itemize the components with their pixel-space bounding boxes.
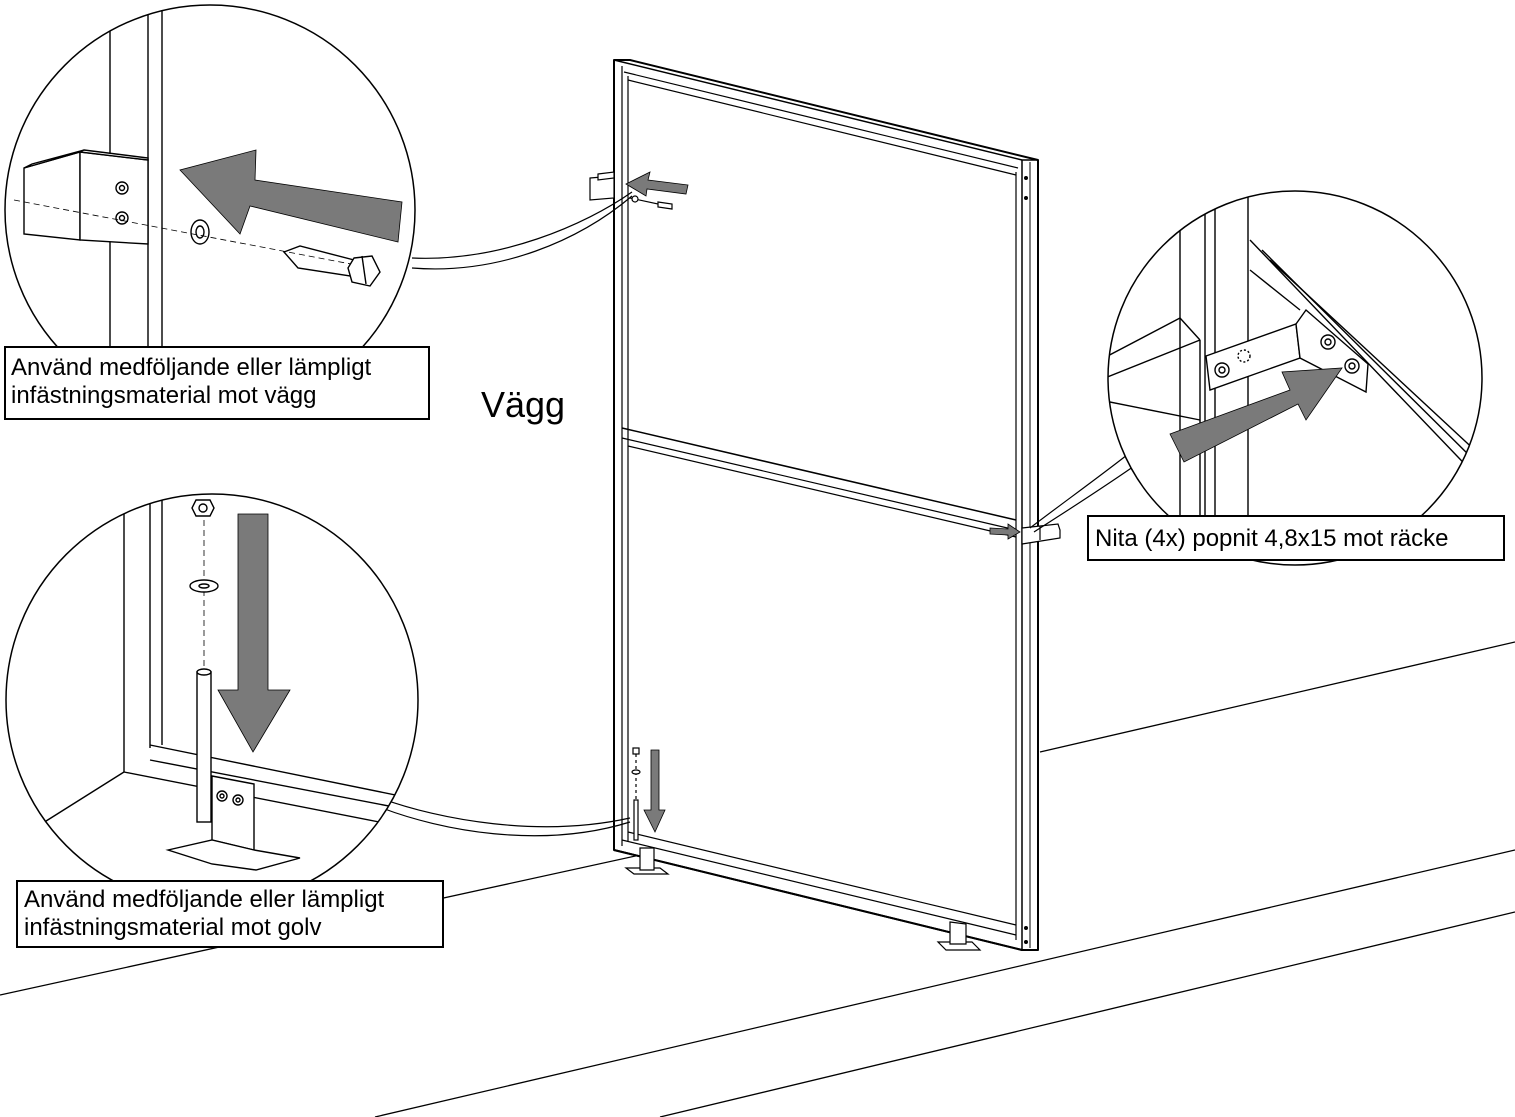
callout-rail-mount-line1: Nita (4x) popnit 4,8x15 mot räcke <box>1095 525 1449 552</box>
detail-rail-mount <box>1107 190 1483 566</box>
floor-mount-arrow <box>217 513 291 753</box>
leader-lines <box>379 191 1141 837</box>
callout-wall-mount-line2: infästningsmaterial mot vägg <box>11 382 317 409</box>
wall-bracket-arrow-small <box>625 171 689 197</box>
wall-bracket-small <box>589 171 673 210</box>
floor-arrow-small <box>643 749 666 833</box>
partition-panel <box>613 59 1039 951</box>
callout-floor-mount-line2: infästningsmaterial mot golv <box>24 914 322 941</box>
callout-floor-mount: Använd medföljande eller lämpligt infäst… <box>16 880 444 948</box>
floor-feet-small <box>624 747 982 951</box>
detail-floor-mount <box>5 493 419 907</box>
wall-label: Vägg <box>481 384 566 425</box>
callout-wall-mount: Använd medföljande eller lämpligt infäst… <box>4 346 430 420</box>
callout-wall-mount-line1: Använd medföljande eller lämpligt <box>11 354 372 381</box>
rail-bracket-small <box>1021 523 1061 545</box>
wall-mount-arrow <box>179 149 403 243</box>
rail-bracket-arrow-small <box>989 523 1021 540</box>
rail-mount-arrow <box>1169 367 1343 463</box>
callout-rail-mount: Nita (4x) popnit 4,8x15 mot räcke <box>1087 515 1505 561</box>
detail-wall-mount <box>4 4 416 416</box>
callout-floor-mount-line1: Använd medföljande eller lämpligt <box>24 886 385 913</box>
